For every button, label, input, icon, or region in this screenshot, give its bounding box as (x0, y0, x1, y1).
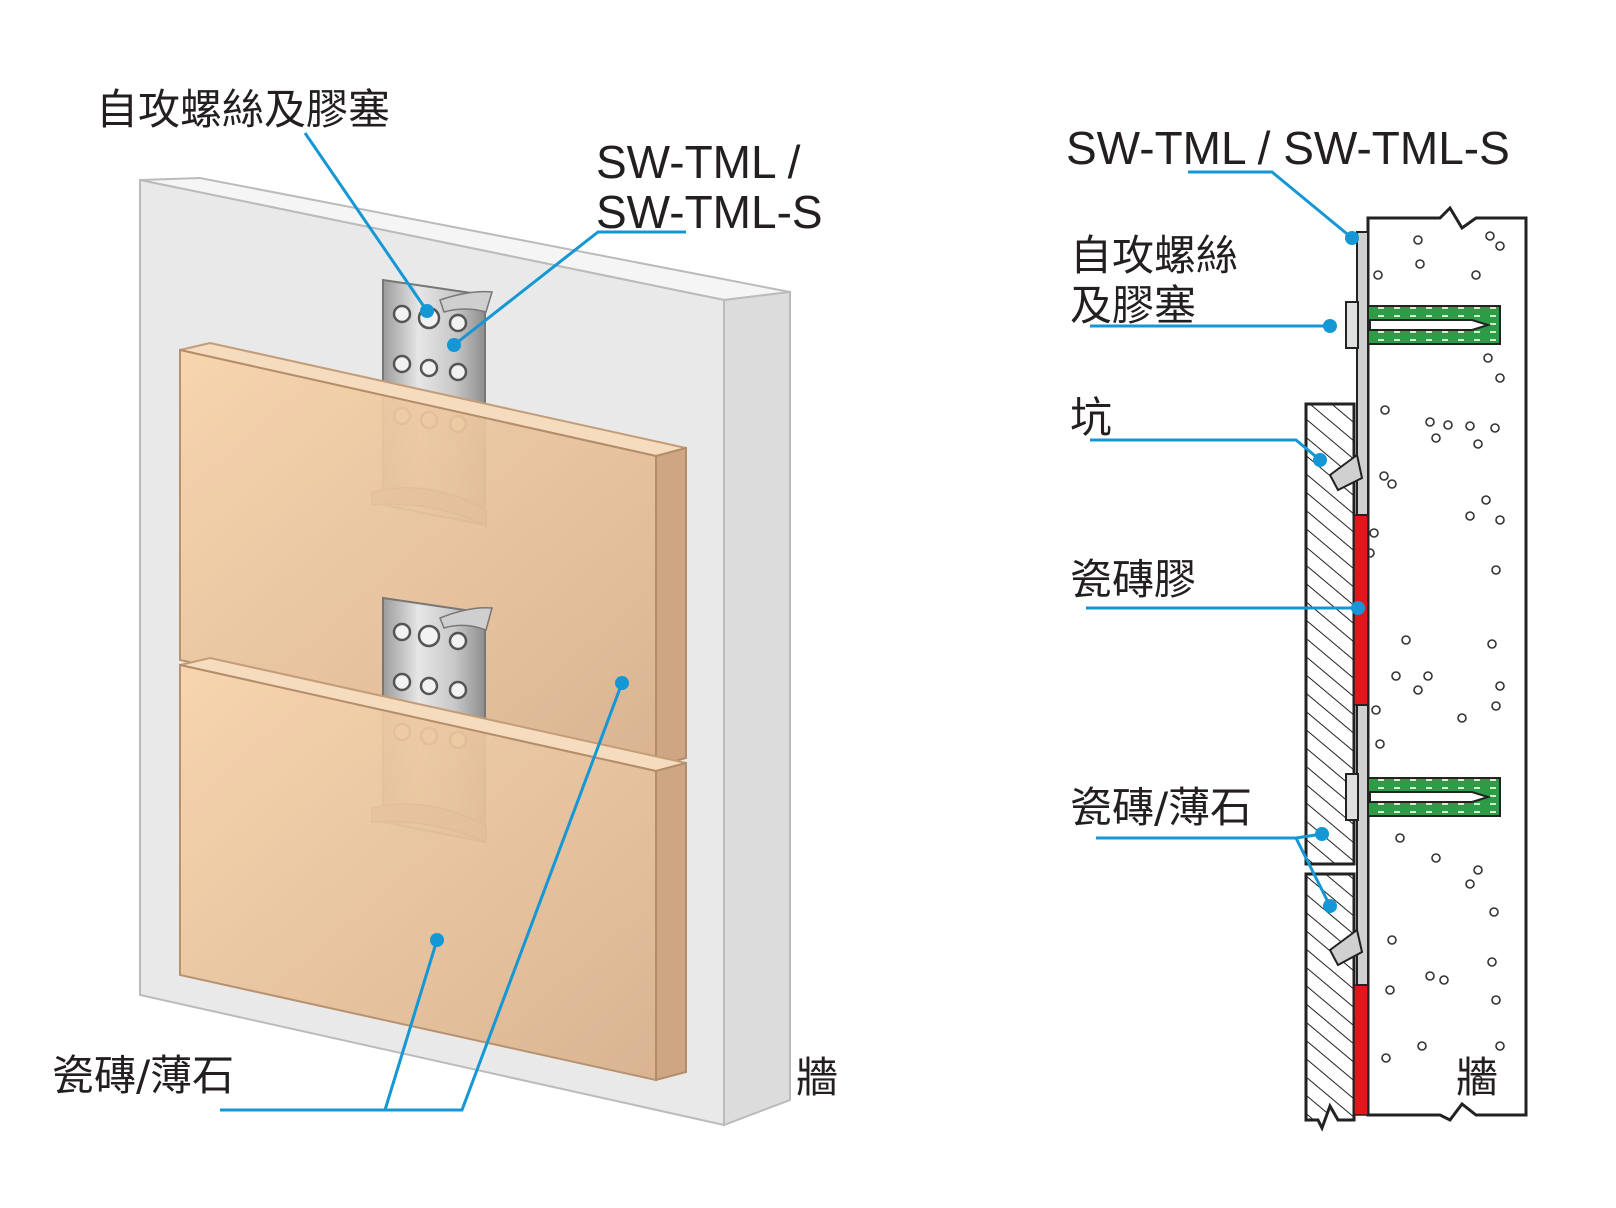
leader-dot (430, 933, 444, 947)
leader-dot (615, 676, 629, 690)
anchor-lower (1345, 773, 1501, 821)
label-adhesive: 瓷磚膠 (1070, 555, 1196, 604)
label-screw-line2: 及膠塞 (1070, 281, 1196, 330)
leader-dot (1315, 827, 1329, 841)
label-groove: 坑 (1070, 393, 1112, 442)
label-product: SW-TML / SW-TML-S (1066, 122, 1510, 174)
leader-tile-upper (220, 682, 624, 1112)
label-product-line2: SW-TML-S (596, 186, 823, 238)
label-screw-anchor: 自攻螺絲及膠塞 (96, 85, 390, 134)
leader-dot (1323, 319, 1337, 333)
leader-tile (1096, 836, 1332, 907)
leader-dot (420, 304, 434, 318)
leader-dot (1313, 453, 1327, 467)
label-product-line1: SW-TML / (596, 136, 801, 188)
leader-product (453, 230, 686, 347)
leader-dot (1351, 601, 1365, 615)
leader-dot (1345, 231, 1359, 245)
label-tile: 瓷磚/薄石 (52, 1051, 234, 1100)
concrete-wall (1365, 205, 1528, 1122)
label-tile: 瓷磚/薄石 (1070, 783, 1252, 832)
tile-lower (179, 656, 687, 1082)
leader-dot (447, 338, 461, 352)
right-figure: SW-TML / SW-TML-S 自攻螺絲 及膠塞 坑 瓷磚膠 瓷磚/薄石 牆 (1066, 122, 1528, 1132)
left-figure: 自攻螺絲及膠塞 SW-TML / SW-TML-S 瓷磚/薄石 牆 (52, 85, 838, 1127)
leader-tile-lower (383, 939, 439, 1111)
label-screw-line1: 自攻螺絲 (1070, 231, 1238, 280)
leader-dot (1323, 899, 1337, 913)
clip-profile (1328, 231, 1369, 986)
adhesive-lower (1353, 984, 1369, 1116)
leader-screw-anchor (303, 132, 429, 312)
anchor-upper (1345, 301, 1501, 349)
concrete-aggregate (1365, 231, 1505, 1085)
leader-product (1188, 170, 1353, 240)
leader-groove (1090, 438, 1321, 462)
label-wall: 牆 (796, 1053, 838, 1102)
tile-upper (179, 341, 687, 768)
label-wall: 牆 (1456, 1053, 1498, 1102)
